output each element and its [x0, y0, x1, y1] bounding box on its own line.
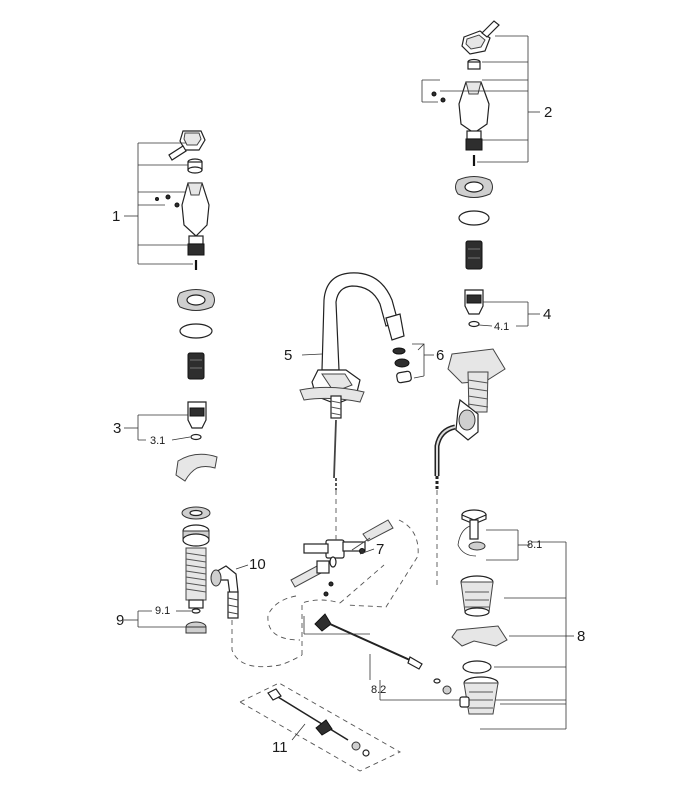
- callout-1: 1: [112, 208, 120, 225]
- left-threaded-shank: [185, 547, 207, 609]
- drain-gasket: [451, 625, 508, 647]
- right-valve-body: [464, 289, 484, 328]
- left-seal-9-1: [191, 608, 201, 614]
- elbow-fitting: 10: [210, 556, 266, 619]
- left-lever-handle: [168, 130, 206, 161]
- lift-rod-kit-box: 11: [239, 682, 401, 772]
- supply-hose-right: [434, 424, 456, 490]
- left-escutcheon-cap: [181, 182, 210, 237]
- dashed-connection-lines: [231, 490, 438, 668]
- left-mounting-bracket: [175, 453, 218, 482]
- callout-9-1: 9.1: [155, 605, 170, 617]
- drain-flange: [460, 575, 494, 617]
- callout-8-1: 8.1: [527, 539, 542, 551]
- left-screws: [155, 194, 180, 208]
- callout-7: 7: [376, 541, 384, 558]
- callout-6: 6: [436, 347, 444, 364]
- right-adapter: [467, 58, 481, 70]
- right-screws: [431, 91, 446, 103]
- right-cartridge: [465, 130, 483, 166]
- callout-3: 3: [113, 420, 121, 437]
- spout-assembly: 5: [284, 272, 405, 490]
- callout-9: 9: [116, 612, 124, 629]
- left-valve-body: [187, 401, 207, 441]
- callout-5: 5: [284, 347, 292, 364]
- left-cartridge: [187, 235, 205, 270]
- right-extension-sleeve: [465, 240, 483, 270]
- right-o-ring: [458, 210, 490, 226]
- tee-connector: 7: [290, 519, 394, 597]
- callout-11: 11: [272, 739, 288, 756]
- left-extension-sleeve: [187, 352, 205, 380]
- drain-lift-rod: 8.2: [303, 613, 566, 701]
- callout-10: 10: [249, 556, 266, 573]
- right-handle-assembly: 2 4 4.1: [421, 20, 552, 441]
- drain-o-ring: [462, 660, 492, 674]
- left-o-ring: [179, 323, 213, 339]
- right-lever-handle: [461, 20, 500, 55]
- left-handle-assembly: 1 3 3.1: [112, 130, 218, 634]
- spray-head-parts: 6: [392, 343, 444, 384]
- callout-4-1: 4.1: [494, 321, 509, 333]
- callout-4: 4: [543, 306, 551, 323]
- drain-body: [459, 676, 499, 715]
- callout-8: 8: [577, 628, 585, 645]
- callout-2: 2: [544, 104, 552, 121]
- right-escutcheon-cap: [458, 81, 490, 134]
- drain-stopper: [461, 509, 487, 551]
- spout-gasket: [299, 386, 365, 403]
- pop-up-drain-assembly: 8.1 8: [451, 509, 585, 730]
- left-adapter: [187, 158, 203, 174]
- callout-8-2: 8.2: [371, 684, 386, 696]
- callout-3-1: 3.1: [150, 435, 165, 447]
- spout: [321, 272, 399, 371]
